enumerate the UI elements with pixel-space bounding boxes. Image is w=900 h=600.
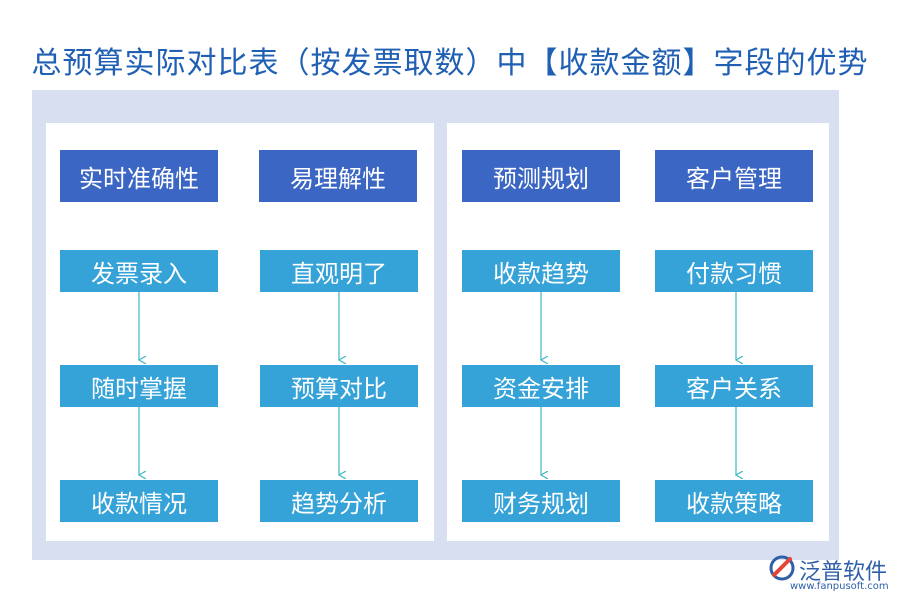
item-collection-strategy: 收款策略 [655,480,813,522]
page-title: 总预算实际对比表（按发票取数）中【收款金额】字段的优势 [31,46,869,81]
item-collection-trend: 收款趋势 [462,250,620,292]
fanpu-logo-icon [769,555,795,581]
item-fund-arrangement: 资金安排 [462,365,620,407]
item-financial-planning: 财务规划 [462,480,620,522]
header-forecast-planning: 预测规划 [462,150,620,202]
header-understandability: 易理解性 [259,150,417,202]
item-customer-relations: 客户关系 [655,365,813,407]
item-trend-analysis: 趋势分析 [260,480,418,522]
brand-logo: 泛普软件 www.fanpusoft.com [768,553,893,595]
header-customer-management: 客户管理 [655,150,813,202]
item-budget-comparison: 预算对比 [260,365,418,407]
logo-name: 泛普软件 [799,560,888,585]
item-realtime-grasp: 随时掌握 [60,365,218,407]
logo-url: www.fanpusoft.com [790,581,889,592]
header-realtime-accuracy: 实时准确性 [60,150,218,202]
item-payment-habits: 付款习惯 [655,250,813,292]
item-collection-status: 收款情况 [60,480,218,522]
item-clear-intuitive: 直观明了 [260,250,418,292]
item-invoice-entry: 发票录入 [60,250,218,292]
